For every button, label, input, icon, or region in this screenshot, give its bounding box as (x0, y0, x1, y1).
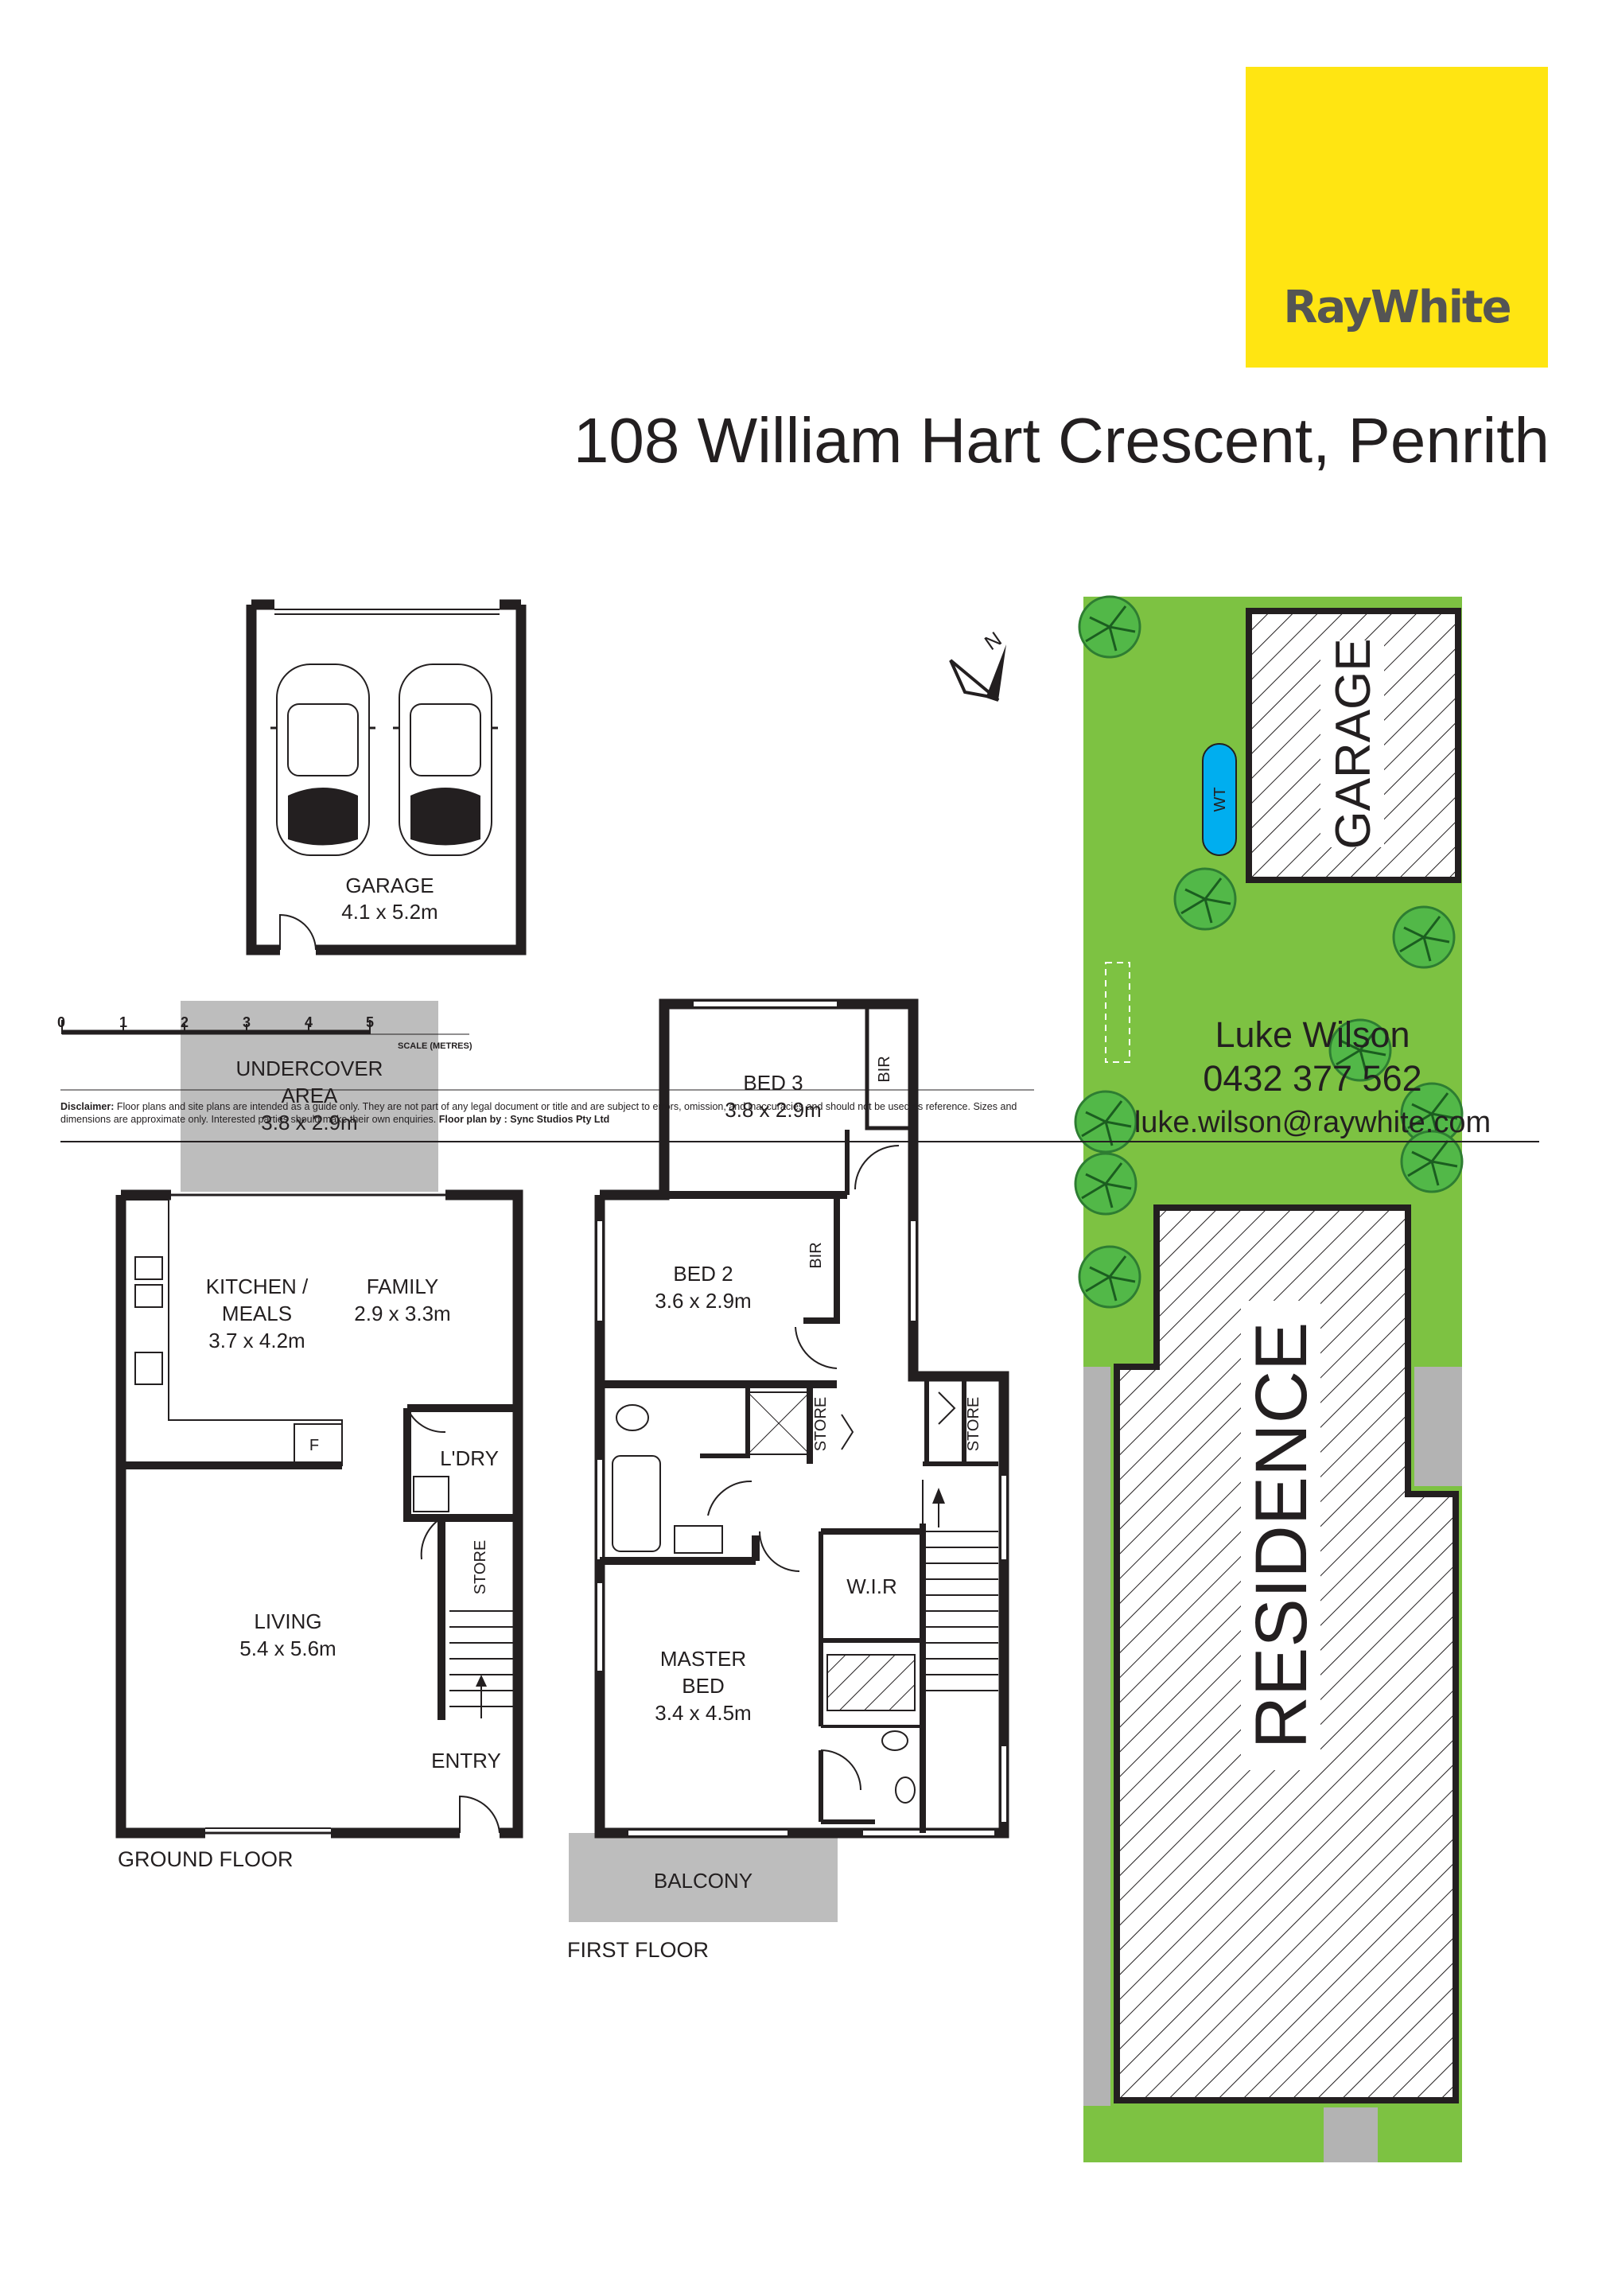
tree-icon (1078, 1245, 1141, 1309)
raywhite-logo: RayWhite (1246, 67, 1548, 368)
agent-email[interactable]: luke.wilson@raywhite.com (1134, 1106, 1491, 1139)
property-address: 108 William Hart Crescent, Penrith (573, 405, 1550, 476)
tree-icon (1074, 1152, 1138, 1216)
scale-tick: 3 (243, 1014, 251, 1030)
laundry-label: L'DRY (440, 1446, 499, 1470)
agent-name: Luke Wilson (1215, 1014, 1410, 1055)
tree-icon (1392, 905, 1456, 969)
site-garage-label: GARAGE (1326, 638, 1381, 849)
kitchen-label: KITCHEN / (206, 1274, 309, 1298)
store-label-1: STORE (812, 1397, 830, 1452)
living-label: LIVING (254, 1609, 321, 1633)
first-floor-title: FIRST FLOOR (567, 1938, 709, 1962)
undercover-size: 3.8 x 2.9m (261, 1111, 357, 1134)
scale-label: SCALE (METRES) (398, 1041, 472, 1051)
store-label-2: STORE (965, 1397, 982, 1452)
agent-phone[interactable]: 0432 377 562 (1203, 1058, 1422, 1099)
master-label: MASTER (660, 1647, 746, 1671)
bed3-size: 3.8 x 2.9m (725, 1098, 821, 1122)
living-size: 5.4 x 5.6m (239, 1636, 336, 1660)
ground-floor-title: GROUND FLOOR (118, 1847, 294, 1871)
master-label-2: BED (682, 1674, 724, 1698)
ground-floor-plan: GARAGE 4.1 x 5.2m UNDERCOVER AREA 3.8 x … (115, 599, 527, 1871)
disclaimer-lead: Disclaimer: (60, 1101, 115, 1112)
bed3-bir-label: BIR (876, 1056, 893, 1082)
scale-tick: 5 (366, 1014, 375, 1030)
bed3-label: BED 3 (743, 1071, 803, 1095)
scale-tick: 4 (305, 1014, 313, 1030)
kitchen-label-2: MEALS (222, 1302, 292, 1325)
entry-label: ENTRY (431, 1749, 501, 1773)
tree-icon (1400, 1130, 1464, 1193)
fridge-label: F (309, 1437, 319, 1454)
scale-tick: 1 (119, 1014, 128, 1030)
water-tank (1202, 743, 1237, 856)
water-tank-label: WT (1211, 787, 1229, 811)
bed2-label: BED 2 (673, 1262, 733, 1286)
garage-size: 4.1 x 5.2m (341, 900, 438, 924)
store-label: STORE (472, 1540, 489, 1595)
car-icon (391, 663, 500, 857)
family-label: FAMILY (367, 1274, 439, 1298)
disclaimer-text: Floor plans and site plans are intended … (60, 1101, 1017, 1125)
first-floor-plan: BALCONY BIR BED 3 3.8 x 2.9m BIR BED 2 3… (567, 998, 1009, 1962)
scale-tick: 0 (57, 1014, 66, 1030)
undercover-label-2: AREA (282, 1084, 338, 1107)
wir-label: W.I.R (846, 1574, 897, 1598)
site-residence-label: RESIDENCE (1241, 1322, 1322, 1749)
balcony (569, 1833, 838, 1922)
balcony-label: BALCONY (654, 1869, 752, 1893)
undercover-label: UNDERCOVER (236, 1057, 383, 1080)
tree-icon (1078, 595, 1141, 659)
disclaimer-credit: Floor plan by : Sync Studios Pty Ltd (438, 1114, 610, 1125)
logo-text: RayWhite (1283, 282, 1511, 333)
master-size: 3.4 x 4.5m (655, 1701, 751, 1725)
disclaimer: Disclaimer: Floor plans and site plans a… (60, 1100, 1039, 1126)
family-size: 2.9 x 3.3m (354, 1302, 450, 1325)
tree-icon (1173, 867, 1237, 931)
site-plan: GARAGE WT RESIDENCE (1074, 595, 1464, 2162)
garage-label: GARAGE (345, 874, 434, 897)
bed2-bir-label: BIR (807, 1242, 825, 1268)
north-label: N (980, 627, 1006, 655)
kitchen-size: 3.7 x 4.2m (208, 1329, 305, 1352)
north-arrow-icon: N (949, 627, 1006, 702)
scale-tick: 2 (181, 1014, 189, 1030)
car-icon (269, 663, 377, 857)
scale-bar (60, 1020, 1539, 1142)
bed2-size: 3.6 x 2.9m (655, 1289, 751, 1313)
